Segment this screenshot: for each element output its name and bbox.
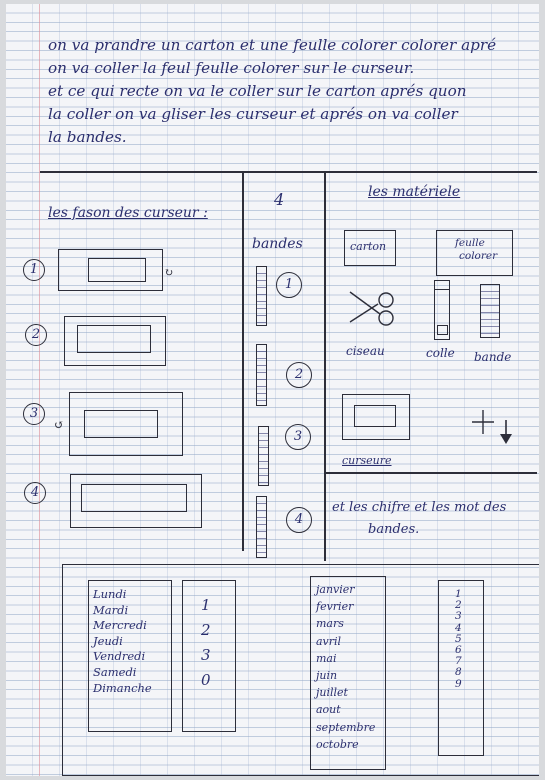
band-number: 2 — [286, 362, 312, 388]
month-item: aout — [316, 701, 375, 718]
month-item: septembre — [316, 719, 375, 736]
section-divider — [40, 171, 537, 173]
glue-label — [437, 325, 448, 335]
cursor-drawing — [64, 316, 166, 366]
cursor-window — [81, 484, 187, 512]
digit-item: 1 — [201, 593, 211, 618]
day-item: Jeudi — [93, 634, 152, 650]
scissors-icon — [346, 288, 402, 332]
bandes-count: 4 — [274, 190, 284, 209]
step-number: 4 — [24, 482, 46, 504]
numbers-band: 1 2 3 4 5 6 7 8 9 — [438, 580, 484, 756]
cursor-window — [77, 325, 151, 353]
chiffres-text-line: et les chifre et les mot des — [332, 500, 506, 515]
margin-line — [39, 4, 40, 776]
band-number: 1 — [276, 272, 302, 298]
materials-title: les matériele — [368, 184, 460, 200]
day-item: Mercredi — [93, 618, 152, 634]
glue-cap — [435, 289, 449, 290]
cursor-window — [354, 405, 396, 427]
band-number: 4 — [286, 507, 312, 533]
carton-drawing: carton — [344, 230, 396, 266]
band-strip — [258, 426, 269, 486]
bande-label: bande — [474, 350, 511, 364]
intro-line: et ce qui recte on va le coller sur le c… — [48, 80, 539, 103]
day-item: Samedi — [93, 665, 152, 681]
month-item: fevrier — [316, 598, 375, 615]
intro-line: la coller on va gliser les curseur et ap… — [48, 103, 539, 126]
cursor-drawing-material — [342, 394, 410, 440]
cursor-window — [88, 258, 146, 282]
month-item: juillet — [316, 684, 375, 701]
numbers-list: 1 2 3 4 5 6 7 8 9 — [455, 589, 462, 690]
band-strip — [256, 344, 267, 406]
digits-band: 1 2 3 0 — [182, 580, 236, 732]
curl-icon: ↺ — [54, 418, 64, 432]
ciseau-label: ciseau — [346, 344, 385, 358]
colle-label: colle — [426, 346, 455, 360]
digit-item: 2 — [201, 618, 211, 643]
feulle-label: feulle — [455, 237, 485, 249]
digits-list: 1 2 3 0 — [201, 593, 211, 693]
bande-strip-drawing — [480, 284, 500, 338]
months-list: janvier fevrier mars avril mai juin juil… — [316, 581, 375, 753]
day-item: Mardi — [93, 603, 152, 619]
materials-divider — [324, 472, 537, 474]
step-number: 1 — [23, 259, 45, 281]
number-item: 8 — [455, 667, 462, 678]
days-list: Lundi Mardi Mercredi Jeudi Vendredi Same… — [93, 587, 152, 696]
intro-line: on va prandre un carton et une feulle co… — [48, 34, 539, 57]
glue-stick-drawing — [434, 280, 450, 340]
intro-line: la bandes. — [48, 126, 539, 149]
column-divider-right — [324, 171, 326, 561]
band-strip — [256, 266, 267, 326]
notebook-page: on va prandre un carton et une feulle co… — [6, 4, 539, 776]
month-item: octobre — [316, 736, 375, 753]
month-item: avril — [316, 633, 375, 650]
step-number: 3 — [23, 403, 45, 425]
cursor-drawing — [69, 392, 183, 456]
chiffres-text-line: bandes. — [368, 522, 419, 537]
band-number: 3 — [285, 424, 311, 450]
day-item: Lundi — [93, 587, 152, 603]
bandes-title: bandes — [252, 236, 303, 252]
cursor-drawing — [58, 249, 163, 291]
curl-icon: ↻ — [164, 266, 173, 279]
days-band: Lundi Mardi Mercredi Jeudi Vendredi Same… — [88, 580, 172, 732]
cursor-window — [84, 410, 158, 438]
month-item: janvier — [316, 581, 375, 598]
digit-item: 0 — [201, 668, 211, 693]
month-item: juin — [316, 667, 375, 684]
digit-item: 3 — [201, 643, 211, 668]
colored-sheet-drawing: feulle colorer — [436, 230, 513, 276]
months-band: janvier fevrier mars avril mai juin juil… — [310, 576, 386, 770]
number-item: 9 — [455, 679, 462, 690]
intro-paragraph: on va prandre un carton et une feulle co… — [48, 34, 539, 149]
carton-label: carton — [350, 240, 386, 253]
month-item: mars — [316, 615, 375, 632]
day-item: Dimanche — [93, 681, 152, 697]
plus-arrow-icon — [468, 406, 516, 450]
curseur-label: curseure — [342, 454, 392, 467]
step-number: 2 — [25, 324, 47, 346]
cursor-drawing — [70, 474, 202, 528]
intro-line: on va coller la feul feulle colorer sur … — [48, 57, 539, 80]
month-item: mai — [316, 650, 375, 667]
column-divider-left — [242, 171, 244, 551]
number-item: 3 — [455, 611, 462, 622]
colorer-label: colorer — [459, 250, 497, 262]
cursor-types-title: les fason des curseur : — [48, 205, 208, 221]
day-item: Vendredi — [93, 649, 152, 665]
band-strip — [256, 496, 267, 558]
